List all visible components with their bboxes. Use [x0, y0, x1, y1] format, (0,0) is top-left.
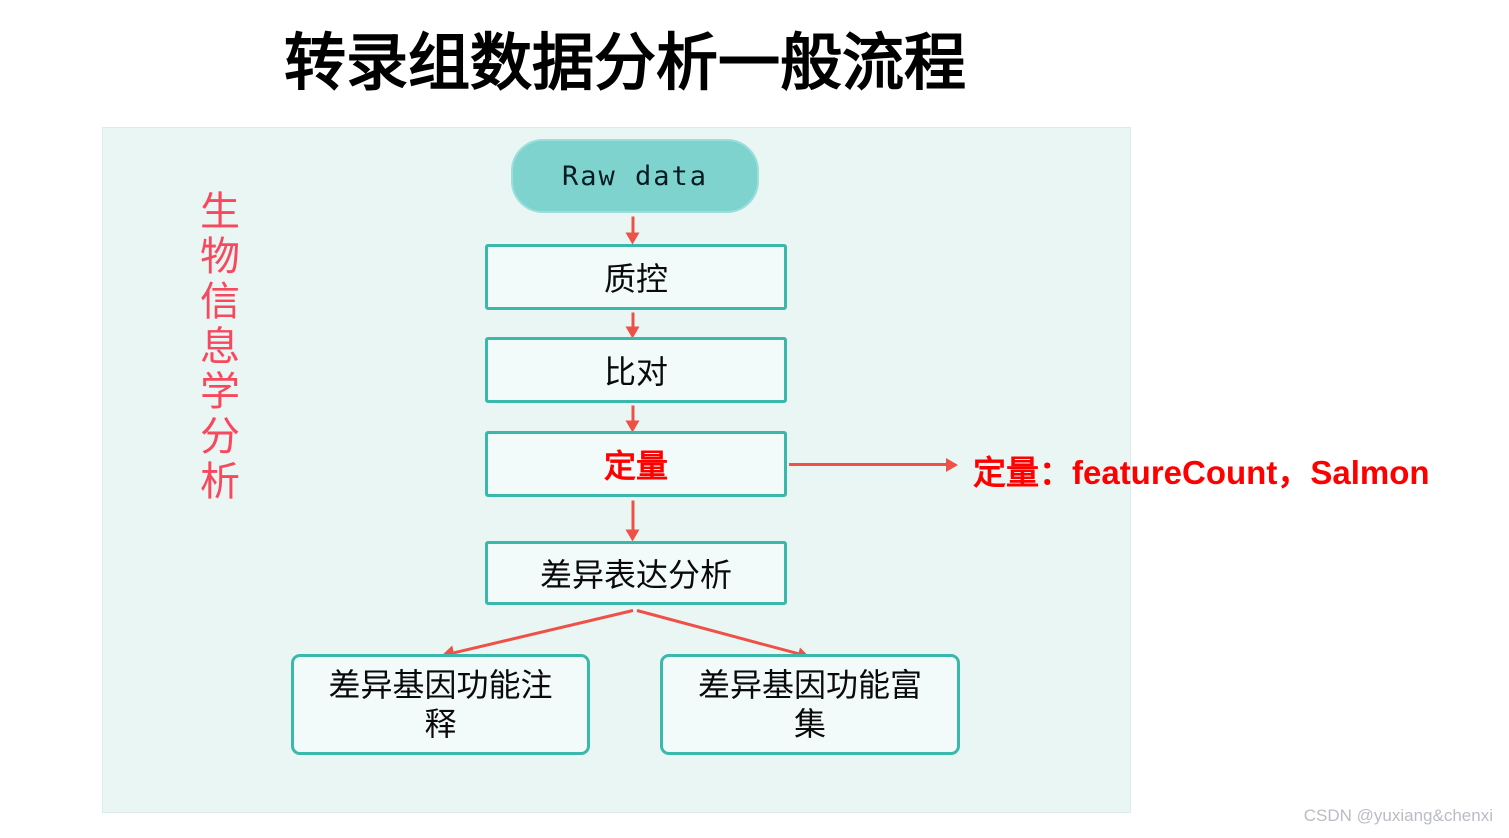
side-label-bioinformatics: 生物信息学分析 — [200, 190, 240, 504]
node-function-annotation: 差异基因功能注释 — [291, 654, 590, 755]
arrow-alignment-to-quantification-icon — [631, 405, 635, 421]
node-alignment-label: 比对 — [603, 354, 668, 390]
node-raw-data-label: Raw data — [561, 160, 709, 192]
arrow-quantification-to-note-icon — [789, 457, 958, 472]
node-function-enrichment: 差异基因功能富集 — [660, 654, 960, 755]
node-alignment: 比对 — [485, 337, 787, 403]
node-differential-expression: 差异表达分析 — [485, 541, 787, 605]
node-quantification: 定量 — [485, 431, 787, 497]
node-differential-expression-label: 差异表达分析 — [539, 557, 732, 593]
node-quality-control: 质控 — [485, 244, 787, 310]
node-quantification-label: 定量 — [603, 448, 668, 484]
node-quality-control-label: 质控 — [603, 261, 668, 297]
node-raw-data: Raw data — [511, 139, 759, 213]
page-title: 转录组数据分析一般流程 — [283, 29, 966, 98]
quantification-tools-note: 定量：featureCount，Salmon — [973, 454, 1430, 491]
node-function-annotation-label: 差异基因功能注释 — [328, 666, 553, 742]
arrow-raw-to-qc-icon — [631, 216, 635, 233]
watermark: CSDN @yuxiang&chenxi — [1303, 806, 1493, 825]
arrow-quantification-to-dea-icon — [631, 500, 635, 530]
arrow-qc-to-alignment-icon — [631, 312, 635, 327]
node-function-enrichment-label: 差异基因功能富集 — [697, 666, 922, 742]
